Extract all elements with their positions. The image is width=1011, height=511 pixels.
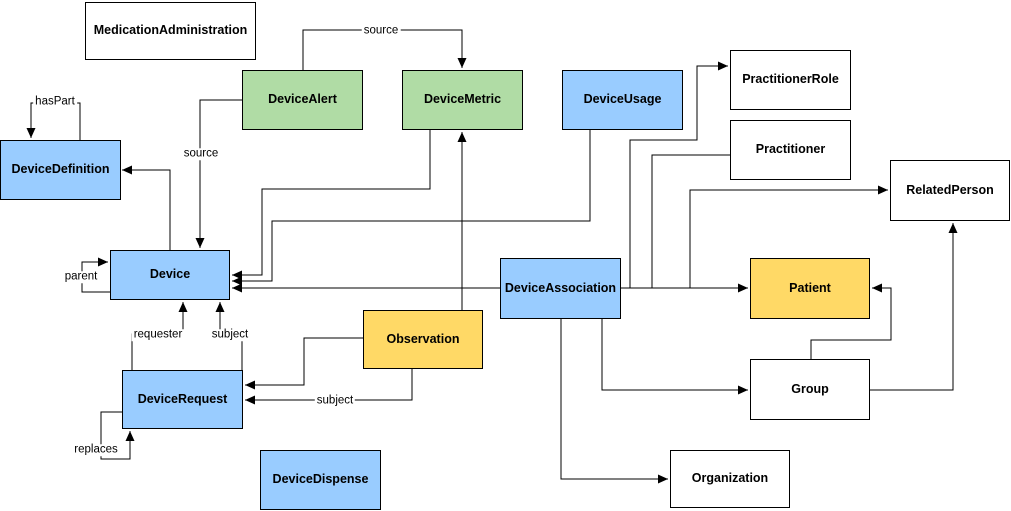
node-device-association-label: DeviceAssociation xyxy=(504,280,617,295)
node-patient-label: Patient xyxy=(789,280,831,295)
node-practitioner-role[interactable]: PractitionerRole xyxy=(730,50,851,110)
node-device[interactable]: Device xyxy=(110,250,230,300)
node-group[interactable]: Group xyxy=(750,359,870,420)
node-device-request[interactable]: DeviceRequest xyxy=(122,370,243,429)
edge-label-requester: requester xyxy=(131,328,185,341)
node-medication-administration[interactable]: MedicationAdministration xyxy=(85,2,256,60)
node-organization-label: Organization xyxy=(691,471,769,486)
edge-deviceassociation-to-group xyxy=(601,319,748,395)
node-device-dispense-label: DeviceDispense xyxy=(272,472,369,487)
node-medication-administration-label: MedicationAdministration xyxy=(93,23,248,38)
edge-devicerequest-replaces-loop xyxy=(100,411,135,460)
edge-label-parent: parent xyxy=(62,270,100,283)
edge-label-replaces: replaces xyxy=(72,443,120,456)
node-device-usage[interactable]: DeviceUsage xyxy=(562,70,683,130)
node-related-person[interactable]: RelatedPerson xyxy=(890,160,1010,221)
node-device-usage-label: DeviceUsage xyxy=(583,92,662,107)
node-group-label: Group xyxy=(791,381,829,396)
node-observation[interactable]: Observation xyxy=(363,310,483,369)
node-organization[interactable]: Organization xyxy=(670,450,790,508)
edge-devicemetric-to-device xyxy=(232,130,431,280)
edge-observation-subject-to-devicerequest xyxy=(245,369,413,405)
edge-device-to-devicedefinition xyxy=(122,165,171,250)
edge-deviceassociation-to-relatedperson xyxy=(689,185,888,288)
edge-label-source-alert-to-device: source xyxy=(181,147,221,160)
node-practitioner-label: Practitioner xyxy=(755,142,826,157)
node-related-person-label: RelatedPerson xyxy=(906,182,994,197)
node-practitioner-role-label: PractitionerRole xyxy=(742,72,839,87)
node-device-alert[interactable]: DeviceAlert xyxy=(242,70,363,130)
node-device-dispense[interactable]: DeviceDispense xyxy=(260,450,381,510)
edge-label-haspart: hasPart xyxy=(33,95,77,108)
node-device-label: Device xyxy=(149,267,191,282)
edge-devicealert-to-device xyxy=(195,99,242,248)
node-patient[interactable]: Patient xyxy=(750,258,870,319)
node-device-metric[interactable]: DeviceMetric xyxy=(402,70,523,130)
edge-deviceassociation-to-practitionerrole xyxy=(629,61,728,288)
node-device-definition-label: DeviceDefinition xyxy=(11,162,110,177)
edge-label-source-alert-to-metric: source xyxy=(361,24,401,37)
edge-deviceusage-to-device xyxy=(232,130,591,286)
node-practitioner[interactable]: Practitioner xyxy=(730,120,851,180)
node-device-alert-label: DeviceAlert xyxy=(268,92,337,107)
node-device-definition[interactable]: DeviceDefinition xyxy=(0,140,121,200)
edge-group-to-patient xyxy=(810,283,892,359)
edge-deviceassociation-to-organization xyxy=(560,319,668,484)
node-device-request-label: DeviceRequest xyxy=(137,391,228,406)
edge-observation-to-devicerequest xyxy=(245,337,363,390)
node-device-association[interactable]: DeviceAssociation xyxy=(500,258,621,319)
edge-devicedefinition-haspart-loop xyxy=(26,102,81,140)
node-device-metric-label: DeviceMetric xyxy=(423,92,502,107)
edge-group-to-relatedperson xyxy=(870,223,958,391)
edge-label-subject-to-devicerequest: subject xyxy=(314,394,356,407)
edge-label-subject-to-device: subject xyxy=(209,328,251,341)
edge-deviceassociation-to-practitioner xyxy=(651,154,730,288)
node-observation-label: Observation xyxy=(386,331,460,346)
